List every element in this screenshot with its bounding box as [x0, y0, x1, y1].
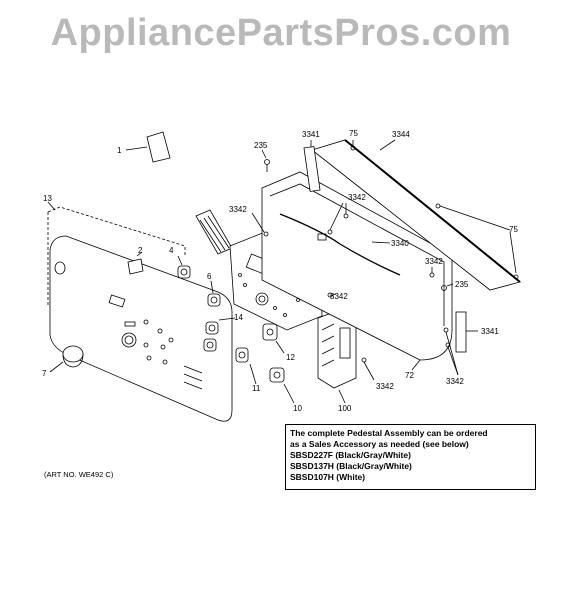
- callout-3340: 3340: [391, 239, 409, 248]
- note-line: The complete Pedestal Assembly can be or…: [290, 428, 488, 438]
- switch-part-14: [203, 317, 236, 352]
- screw-235-top: [264, 159, 270, 172]
- rear-panel-72: [261, 171, 453, 361]
- knob-part-7: [62, 345, 84, 368]
- callout-6: 6: [207, 272, 212, 281]
- callout-11: 11: [252, 384, 261, 393]
- callout-13: 13: [43, 194, 52, 203]
- callout-75-right: 75: [509, 225, 518, 234]
- callout-3344: 3344: [392, 130, 410, 139]
- callout-labels: 1 235 3341 75 3344 13 3342 3342 75 2 4 3…: [42, 129, 518, 413]
- clip-75-top: [350, 140, 356, 151]
- manual-part: [146, 131, 171, 163]
- switch-part-10: [269, 367, 285, 383]
- callout-100: 100: [338, 404, 352, 413]
- callout-3341-right: 3341: [481, 327, 499, 336]
- art-number: (ART NO. WE492 C): [44, 470, 114, 479]
- callout-3342-c: 3342: [425, 257, 443, 266]
- callout-1: 1: [117, 146, 122, 155]
- callout-3342-d: 3342: [330, 292, 348, 301]
- callout-4: 4: [169, 246, 174, 255]
- callout-3342-f: 3342: [376, 382, 394, 391]
- watermark-logo: AppliancePartsPros.com: [50, 12, 512, 54]
- callout-7: 7: [42, 369, 47, 378]
- note-line: SBSD137H (Black/Gray/White): [290, 461, 412, 471]
- badge-part-2: [127, 258, 144, 275]
- wire-harness-3340: [279, 213, 401, 276]
- console-buttons: [143, 319, 174, 365]
- endcap-3341-right: [455, 311, 467, 353]
- callout-235-top: 235: [254, 141, 268, 150]
- note-line: SBSD227F (Black/Gray/White): [290, 450, 411, 460]
- callout-235-right: 235: [455, 280, 469, 289]
- callout-10: 10: [293, 404, 302, 413]
- callout-3342-e: 3342: [446, 377, 464, 386]
- switch-part-12: [262, 323, 278, 341]
- callout-2: 2: [138, 246, 143, 255]
- pedestal-note-box: The complete Pedestal Assembly can be or…: [285, 424, 536, 490]
- callout-3341-top: 3341: [302, 130, 320, 139]
- note-line: as a Sales Accessory as needed (see belo…: [290, 439, 469, 449]
- screw-235-right: [441, 285, 447, 291]
- callout-72: 72: [405, 371, 414, 380]
- endcap-3341-top: [303, 146, 321, 192]
- callout-3342-a: 3342: [348, 193, 366, 202]
- callout-75-top: 75: [349, 129, 358, 138]
- callout-12: 12: [286, 353, 295, 362]
- ribbon-cable: [195, 209, 233, 255]
- switch-part-4: [177, 265, 191, 279]
- switch-part-6: [207, 293, 221, 307]
- callout-3342-b: 3342: [229, 205, 247, 214]
- note-line: SBSD107H (White): [290, 472, 366, 482]
- switch-part-11: [235, 347, 249, 363]
- callout-14: 14: [234, 313, 243, 322]
